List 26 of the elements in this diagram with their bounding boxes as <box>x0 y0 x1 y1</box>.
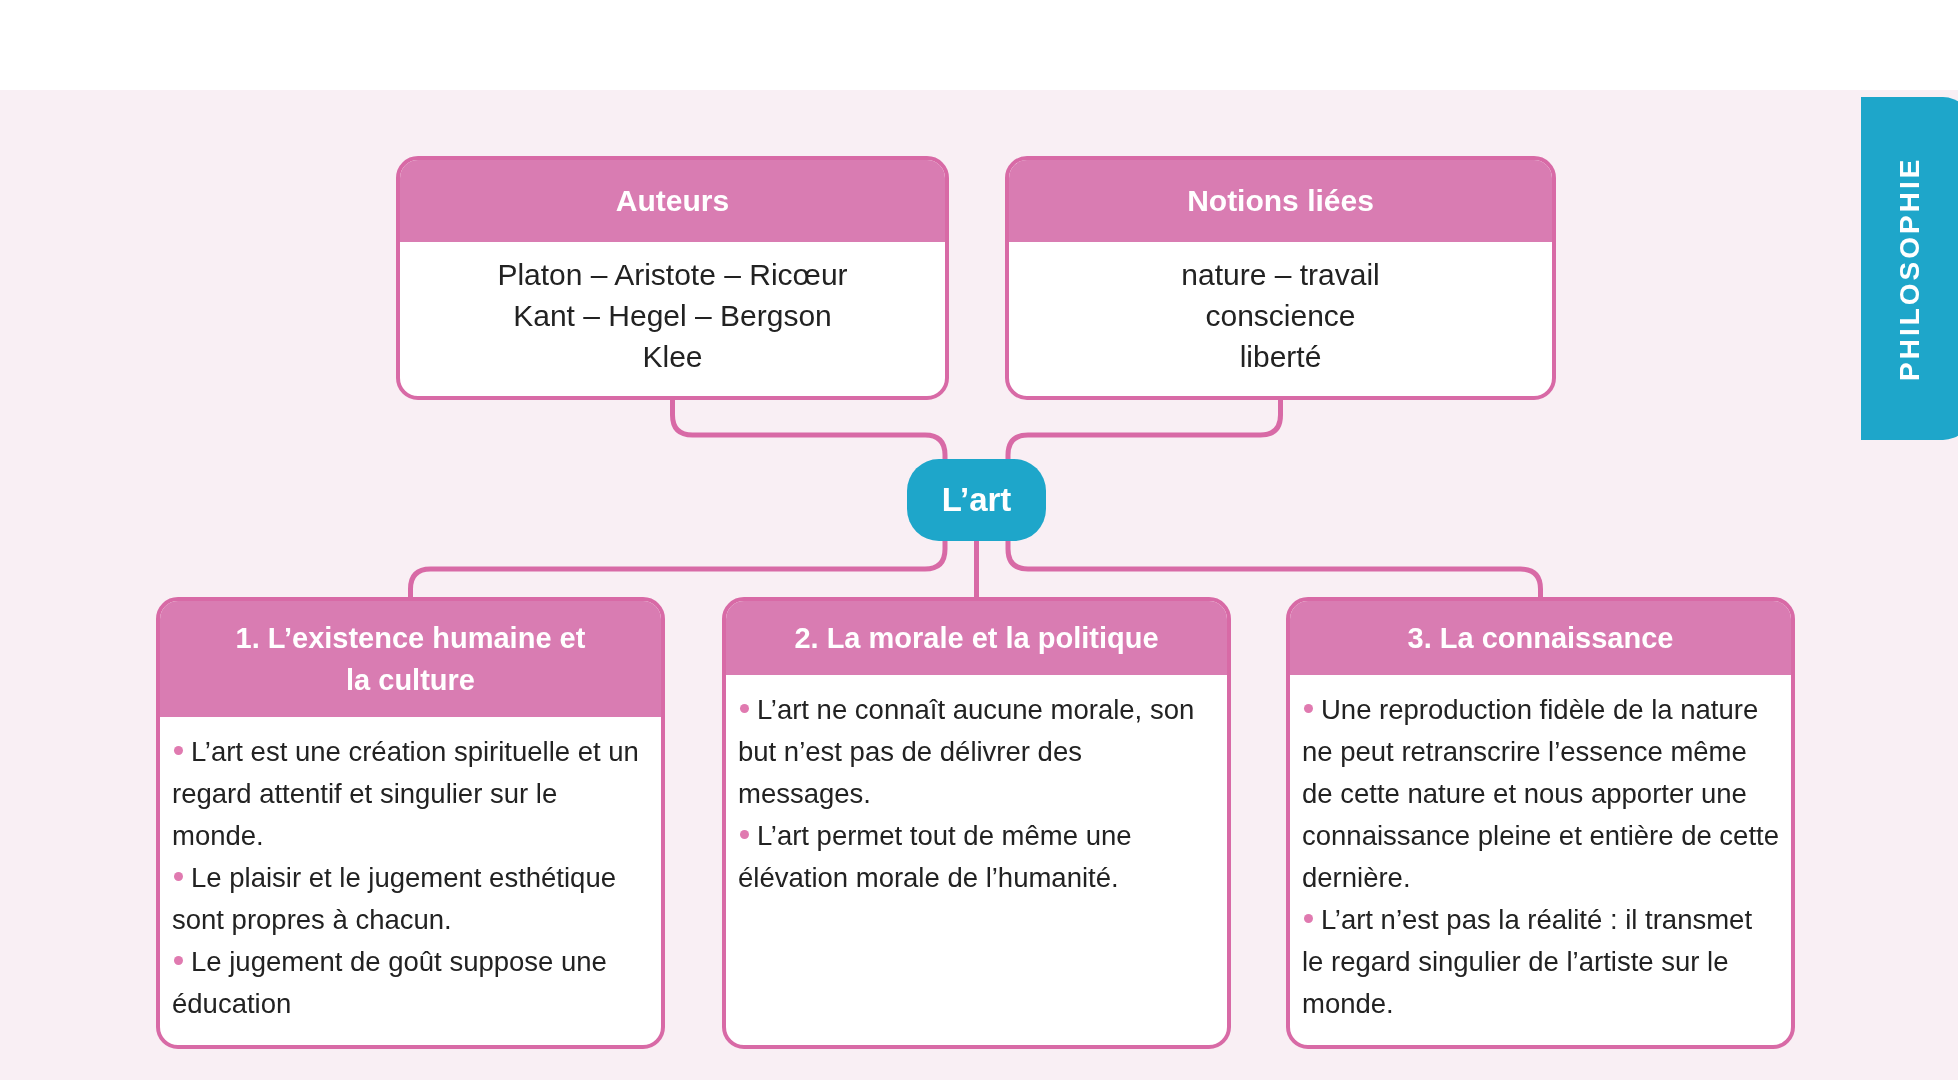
bullet-point: L’art n’est pas la réalité : il transmet le regard singulier de l’artiste sur le monde. <box>1302 899 1781 1025</box>
card-text: Kant – Hegel – Bergson <box>512 298 833 334</box>
card-text: liberté <box>1238 339 1323 375</box>
concept-card <box>1286 597 1795 1049</box>
card-heading: Auteurs <box>400 160 945 242</box>
connector-line <box>974 541 979 597</box>
card-text: nature – travail <box>1180 257 1381 293</box>
bullet-point: L’art permet tout de même une élévation morale de l’humanité. <box>738 815 1217 899</box>
concept-card <box>396 156 949 400</box>
bullet-point: L’art ne connaît aucune morale, son but n’est pas de délivrer des messages. <box>738 689 1217 815</box>
concept-card <box>156 597 665 1049</box>
card-heading: 2. La morale et la politique <box>726 601 1227 675</box>
card-heading: 3. La connaissance <box>1290 601 1791 675</box>
bullet-point: L’art est une création spirituelle et un regard attentif et singulier sur le monde. <box>172 731 651 857</box>
concept-card <box>722 597 1231 1049</box>
bullet-point: Une reproduction fidèle de la nature ne peut retranscrire l’essence même de cette nature et nous apporter une connaissance pleine et entière de cette dernière. <box>1302 689 1781 899</box>
card-text: Platon – Aristote – Ricœur <box>496 257 849 293</box>
section-tab: PHILOSOPHIE <box>1861 97 1958 440</box>
card-text: Klee <box>641 339 704 375</box>
bullet-point: Le jugement de goût suppose une éducation <box>172 941 651 1025</box>
card-heading: Notions liées <box>1009 160 1552 242</box>
card-heading: 1. L’existence humaine et la culture <box>160 601 661 717</box>
bullet-point: Le plaisir et le jugement esthétique sont propres à chacun. <box>172 857 651 941</box>
topic-bubble: L’art <box>907 459 1046 541</box>
card-text: conscience <box>1204 298 1357 334</box>
concept-card <box>1005 156 1556 400</box>
